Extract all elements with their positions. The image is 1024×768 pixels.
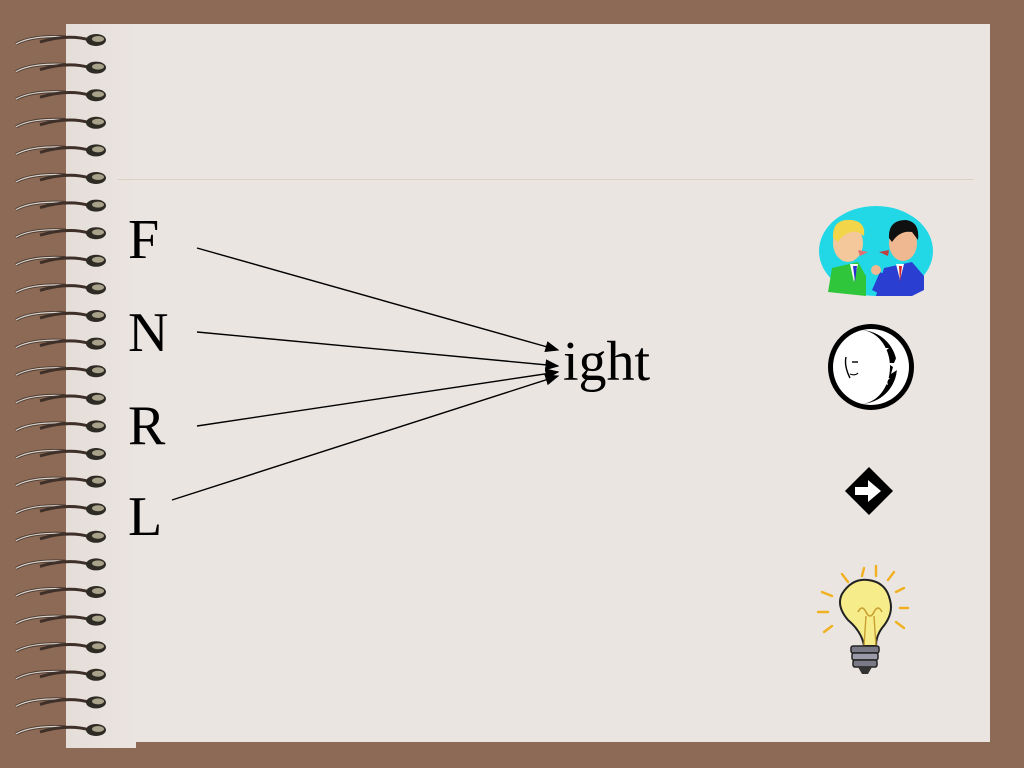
binding-hole-shine [92,615,104,622]
binding-hole-shine [92,201,104,208]
binding-hole-shine [92,284,104,291]
binding-hole-shine [92,477,104,484]
letter-n: N [128,302,169,364]
spiral-rings [39,34,106,736]
arrow-l [171,374,560,501]
binding-hole-shine [92,36,104,42]
binding-hole-shine [92,63,104,70]
binding-hole-shine [92,450,104,456]
binding-hole-shine [92,698,104,705]
right-arrow-icon [844,466,894,516]
binding-hole-shine [92,532,104,539]
binding-hole-shine [92,588,104,594]
moon-stars-icon [828,324,914,410]
letter-l: L [128,486,163,548]
arrow-n [196,331,560,371]
binding-hole-shine [92,174,104,180]
binding-hole-shine [92,312,104,318]
lightbulb-icon [816,564,910,674]
binding-hole-shine [92,726,104,732]
binding-hole-shine [92,367,104,374]
arrow-r [196,368,560,427]
binding-hole-shine [92,505,104,512]
binding-hole-shine [92,118,104,125]
divider-line [118,179,974,180]
letter-r: R [128,395,166,457]
binding-hole-shine [92,643,104,650]
binding-hole-shine [92,670,104,677]
binding-hole-shine [92,339,104,346]
arrow-f [196,247,560,352]
binding-hole-shine [92,91,104,98]
binding-hole-shine [92,146,104,153]
arguing-men-icon [819,206,933,296]
binding-hole-shine [92,256,104,263]
binding-hole-shine [92,422,104,429]
binding-hole-shine [92,394,104,401]
binding-hole-shine [92,229,104,236]
word-suffix: ight [563,331,651,393]
letter-f: F [128,209,160,271]
binding-hole-shine [92,560,104,567]
page-margin [66,24,136,748]
